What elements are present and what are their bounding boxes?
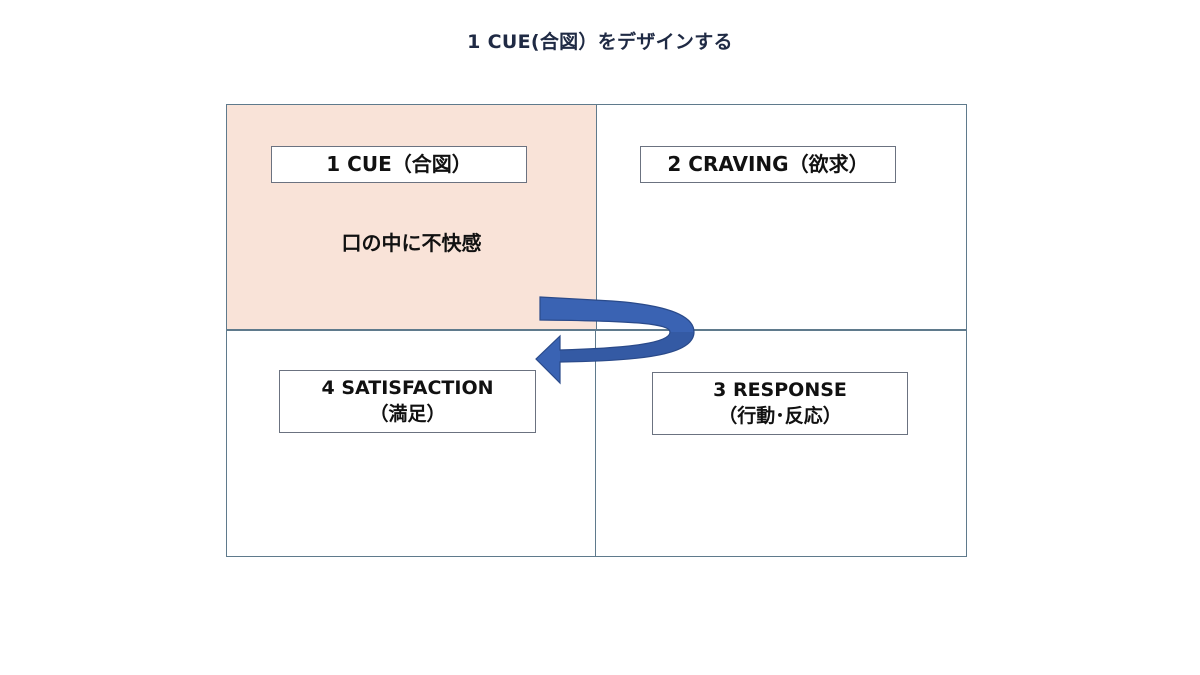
response-sublabel: （行動･反応） — [718, 405, 842, 427]
craving-label-box: 2 CRAVING（欲求） — [640, 146, 896, 183]
craving-quadrant — [596, 104, 967, 330]
page-title: 1 CUE(合図）をデザインする — [467, 31, 733, 53]
response-label-box: 3 RESPONSE （行動･反応） — [652, 372, 908, 435]
cue-quadrant — [226, 104, 597, 330]
satisfaction-sublabel: （満足） — [369, 403, 446, 425]
satisfaction-quadrant — [226, 330, 596, 557]
cue-note: 口の中に不快感 — [341, 231, 482, 255]
satisfaction-label: 4 SATISFACTION — [321, 377, 494, 399]
response-label: 3 RESPONSE — [713, 379, 847, 401]
satisfaction-label-box: 4 SATISFACTION （満足） — [279, 370, 536, 433]
response-quadrant — [595, 330, 967, 557]
cue-label-box: 1 CUE（合図） — [271, 146, 527, 183]
craving-label: 2 CRAVING（欲求） — [667, 152, 869, 176]
cue-label: 1 CUE（合図） — [326, 152, 472, 176]
